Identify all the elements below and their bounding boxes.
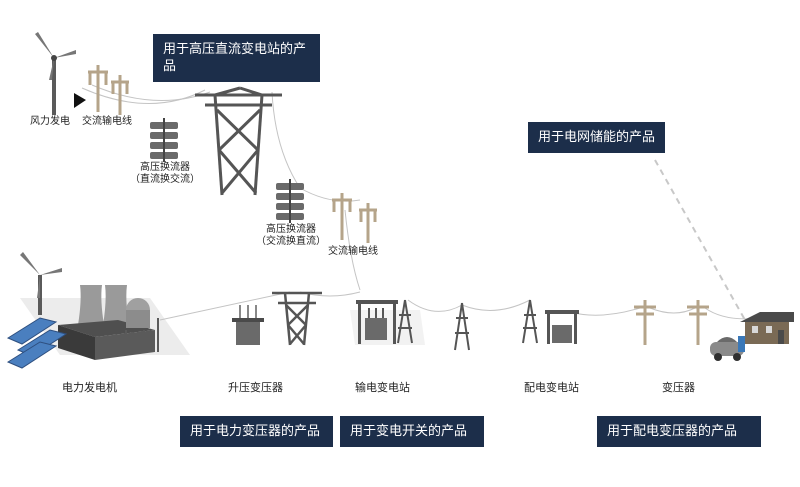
- wood-pole-icon: [687, 300, 709, 345]
- transmission-substation-label: 输电变电站: [355, 381, 410, 394]
- converter-1-subtitle: （直流换交流）: [130, 174, 200, 185]
- lattice-tower-icon: [272, 291, 322, 346]
- hvdc-products-box: 用于高压直流变电站的产品: [153, 34, 320, 82]
- transformer-label: 变压器: [662, 381, 695, 394]
- house-icon: [740, 312, 794, 344]
- distribution-substation-icon: [545, 310, 579, 344]
- converter-2-subtitle: （交流换直流）: [256, 236, 326, 247]
- hvdc-tower-icon: [195, 86, 282, 196]
- ac-line-top-label: 交流输电线: [82, 116, 132, 127]
- small-tower-icon: [454, 302, 470, 351]
- substation-switch-products-box: 用于变电开关的产品: [340, 416, 484, 447]
- converter-2-label: 高压换流器 （交流换直流）: [254, 224, 328, 248]
- small-tower-icon: [397, 299, 413, 344]
- converter-2-title: 高压换流器: [266, 224, 316, 235]
- wind-turbine-icon: [35, 32, 76, 115]
- power-transformer-products-box: 用于电力变压器的产品: [180, 416, 333, 447]
- storage-dashed-line: [654, 159, 746, 321]
- power-plant-icon: [6, 252, 159, 369]
- grid-storage-products-label: 用于电网储能的产品: [538, 130, 656, 145]
- ac-pole-icon: [88, 65, 129, 115]
- step-up-transformer-label: 升压变压器: [228, 381, 283, 394]
- distribution-transformer-products-box: 用于配电变压器的产品: [597, 416, 761, 447]
- hv-converter-icon: [276, 179, 304, 223]
- distribution-transformer-products-label: 用于配电变压器的产品: [607, 424, 738, 439]
- hv-converter-icon: [150, 118, 178, 162]
- station-ground: [350, 310, 425, 345]
- step-up-transformer-icon: [232, 305, 264, 345]
- wood-pole-icon: [634, 300, 656, 345]
- power-transformer-products-label: 用于电力变压器的产品: [190, 424, 321, 439]
- transmission-wires: [81, 84, 761, 321]
- electric-car-icon: [710, 337, 744, 361]
- distribution-substation-label: 配电变电站: [524, 381, 579, 394]
- ev-charger-icon: [738, 336, 745, 352]
- ac-line-mid-label: 交流输电线: [328, 246, 378, 257]
- hvdc-products-label: 用于高压直流变电站的产品: [163, 42, 307, 74]
- arrow-icon: [74, 93, 86, 108]
- substation-switch-products-label: 用于变电开关的产品: [350, 424, 468, 439]
- grid-storage-products-box: 用于电网储能的产品: [528, 122, 665, 153]
- converter-1-title: 高压换流器: [140, 162, 190, 173]
- small-tower-icon: [522, 299, 538, 344]
- wind-power-label: 风力发电: [30, 116, 70, 127]
- power-plant-label: 电力发电机: [62, 381, 117, 394]
- substation-icon: [356, 300, 398, 344]
- converter-1-label: 高压换流器 （直流换交流）: [128, 162, 202, 186]
- ac-pole-icon: [332, 193, 377, 243]
